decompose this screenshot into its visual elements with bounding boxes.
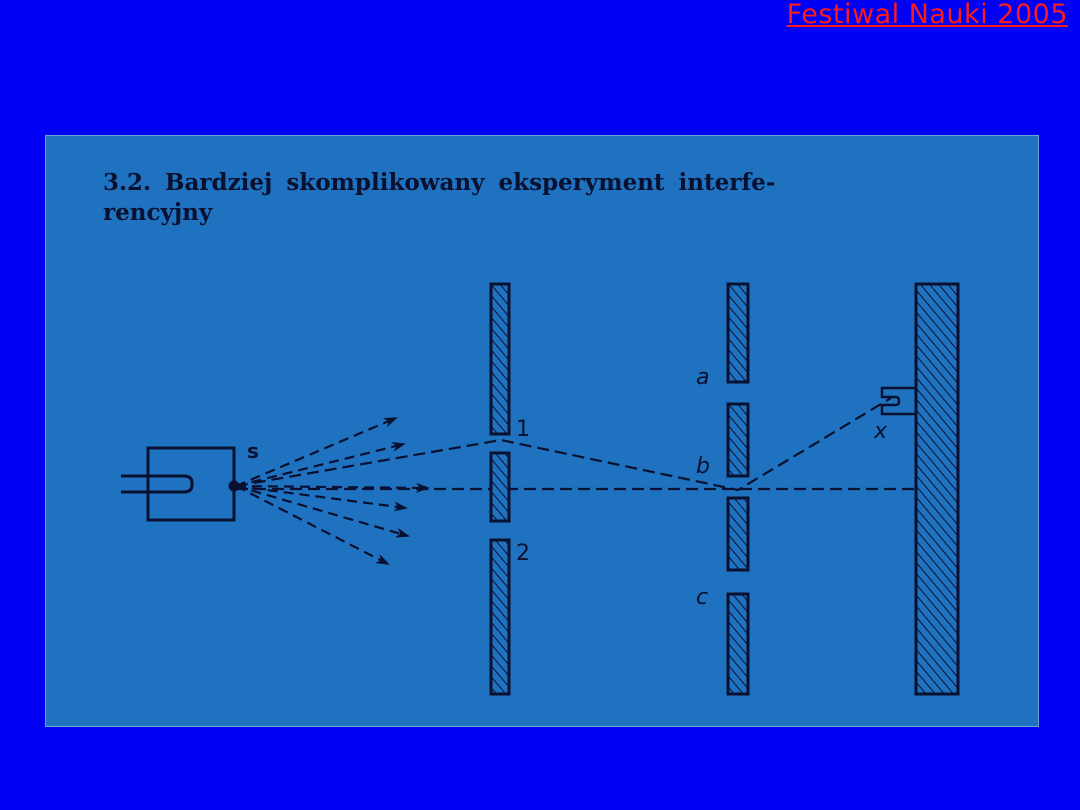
slit-label-b: b bbox=[696, 454, 710, 479]
slit-label-2: 2 bbox=[516, 541, 530, 566]
detector-icon bbox=[880, 386, 916, 416]
slit-label-1: 1 bbox=[516, 417, 530, 442]
electron-gun-icon bbox=[121, 446, 240, 522]
slit-label-c: c bbox=[696, 585, 708, 610]
detection-wall bbox=[914, 282, 960, 696]
section-heading-line-2: rencyjny bbox=[103, 199, 213, 226]
first-screen bbox=[489, 282, 511, 696]
electron-path bbox=[235, 397, 914, 492]
section-heading: 3.2. Bardziej skomplikowany eksperyment … bbox=[103, 168, 1023, 228]
figure-panel: 3.2. Bardziej skomplikowany eksperyment … bbox=[45, 135, 1039, 727]
section-heading-line-1: 3.2. Bardziej skomplikowany eksperyment … bbox=[103, 169, 776, 196]
slit-label-a: a bbox=[696, 365, 709, 390]
second-screen bbox=[726, 282, 750, 696]
event-title: Festiwal Nauki 2005 bbox=[786, 0, 1068, 30]
source-label: s bbox=[247, 439, 259, 463]
detector-label: x bbox=[873, 419, 888, 444]
interference-diagram: s 1 2 a b c bbox=[121, 282, 960, 696]
emission-rays bbox=[235, 416, 430, 565]
